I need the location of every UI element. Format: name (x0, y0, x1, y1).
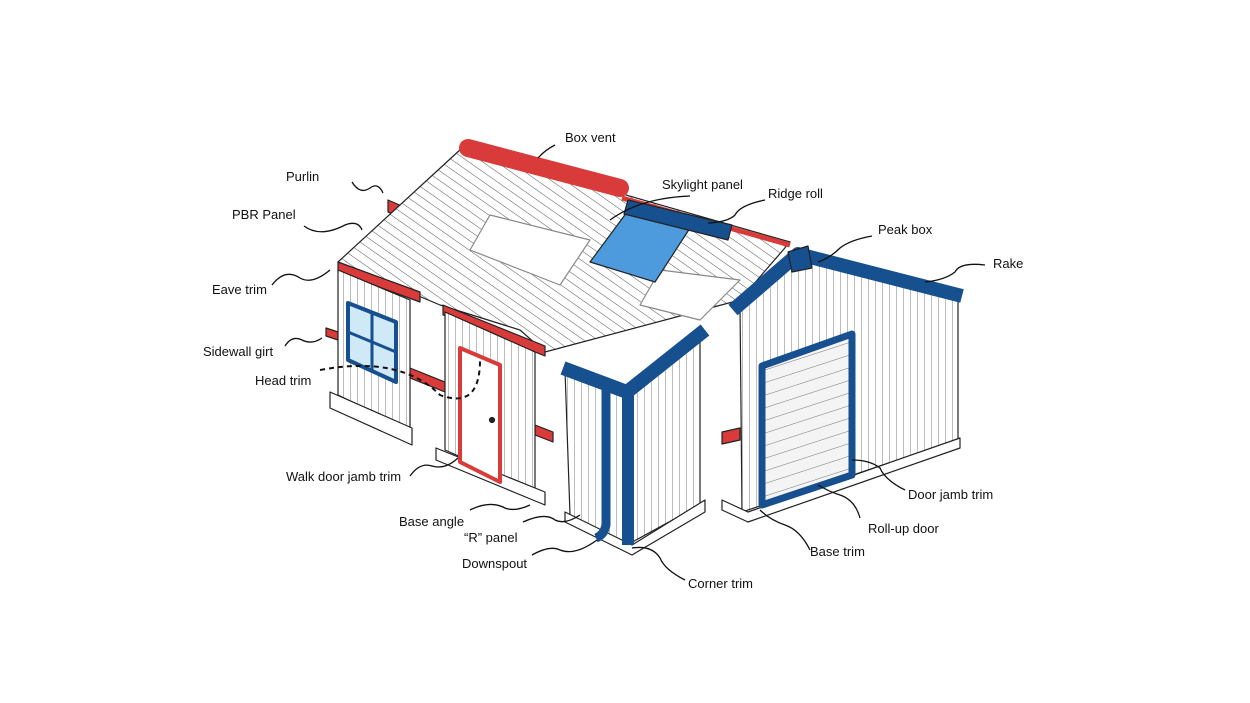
corner-trim (560, 324, 710, 399)
label-pbr-panel: PBR Panel (232, 207, 296, 222)
eave-trim (442, 304, 546, 357)
label-ridge-roll: Ridge roll (768, 186, 823, 201)
base-angle (329, 391, 413, 446)
roof-opening (469, 214, 591, 286)
label-peak-box: Peak box (878, 222, 933, 237)
label-walk-door-jamb-trim: Walk door jamb trim (286, 469, 402, 484)
label-skylight-panel: Skylight panel (662, 177, 743, 192)
label-corner-trim: Corner trim (688, 576, 754, 591)
sidewall-girt (534, 424, 554, 443)
label-door-jamb-trim: Door jamb trim (908, 487, 994, 502)
label-sidewall-girt: Sidewall girt (203, 344, 274, 359)
head-trim-path (319, 359, 481, 400)
label-head-trim: Head trim (255, 373, 312, 388)
label-eave-trim: Eave trim (212, 282, 267, 297)
label-downspout: Downspout (462, 556, 528, 571)
sidewall-girt (721, 427, 741, 445)
label-r-panel: “R” panel (464, 530, 518, 545)
eave-trim (337, 261, 421, 303)
peak-box (787, 245, 813, 273)
label-base-angle: Base angle (399, 514, 465, 529)
walk-door (458, 346, 502, 484)
roll-up-door (758, 330, 856, 509)
roof-opening (639, 269, 741, 321)
label-purlin: Purlin (286, 169, 320, 184)
sidewall-girt (409, 367, 446, 393)
box-vent (459, 139, 629, 197)
sidewall-girt (325, 327, 339, 341)
label-base-trim: Base trim (810, 544, 865, 559)
downspout (594, 390, 611, 543)
ridge-roll (623, 199, 733, 241)
door-knob (488, 416, 496, 424)
label-roll-up-door: Roll-up door (868, 521, 939, 536)
label-rake: Rake (993, 256, 1024, 271)
leader-arrows (271, 144, 986, 581)
label-box-vent: Box vent (565, 130, 616, 145)
